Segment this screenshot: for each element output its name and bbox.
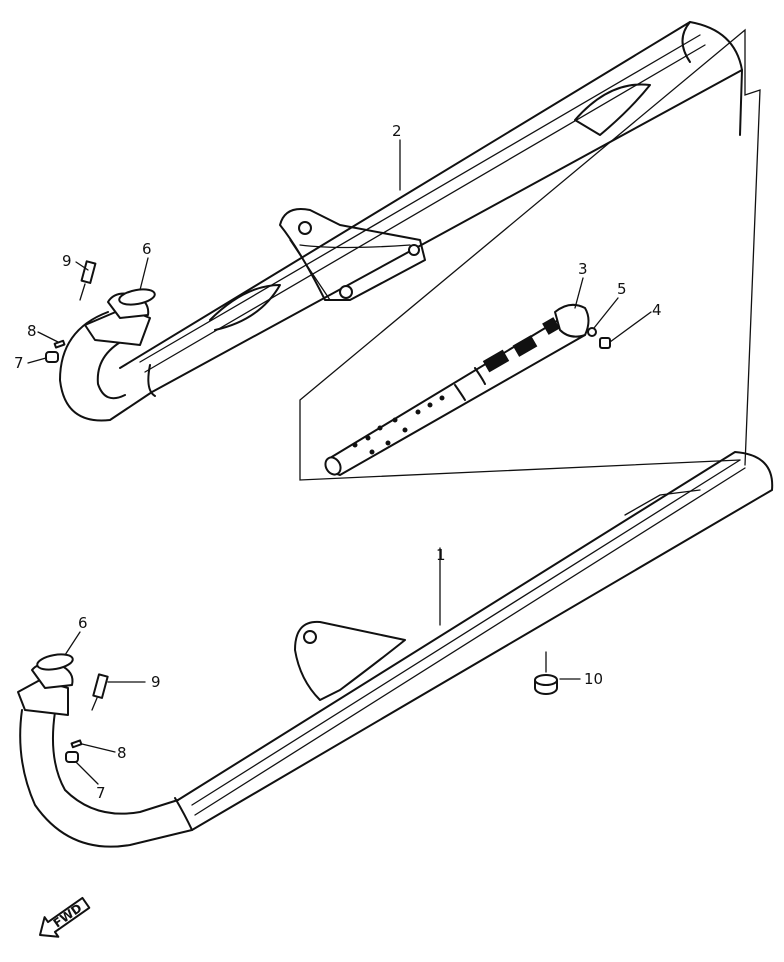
callout-7-lower: 7: [96, 784, 106, 802]
upper-stud-bolt-9: [79, 260, 97, 301]
callout-6-lower: 6: [78, 614, 88, 632]
callout-8-lower: 8: [117, 744, 127, 762]
callout-labels: 2 9 6 8 7 3 5 4 1 6 9 8 7 10: [14, 122, 662, 802]
baffle-bounding-frame: [299, 28, 761, 481]
fwd-label: FWD: [51, 901, 85, 930]
baffle-washer-5: [587, 327, 597, 337]
lower-muffler: [19, 451, 774, 848]
baffle-bolt-4: [599, 337, 611, 349]
callout-5: 5: [617, 280, 627, 298]
callout-10: 10: [584, 670, 603, 688]
lower-stud-bolt-9: [91, 673, 109, 711]
callout-1: 1: [436, 546, 446, 564]
upper-washer-8: [53, 339, 66, 349]
lower-exhaust-flange: [17, 662, 74, 716]
callout-2: 2: [392, 122, 402, 140]
lower-washer-8: [70, 739, 83, 749]
leader-lines: [27, 139, 652, 785]
lower-nut-7: [65, 751, 79, 763]
callout-9-lower: 9: [151, 673, 161, 691]
callout-6-upper: 6: [142, 240, 152, 258]
fwd-arrow-icon: [39, 896, 91, 938]
callout-4: 4: [652, 301, 662, 319]
upper-nut-7: [45, 351, 59, 363]
forward-direction-indicator: FWD: [39, 896, 91, 938]
callout-9-upper: 9: [62, 252, 72, 270]
upper-gasket-6: [118, 288, 156, 306]
rubber-damper-10: [534, 674, 558, 695]
callout-3: 3: [578, 260, 588, 278]
callout-8-upper: 8: [27, 322, 37, 340]
baffle-tube: [324, 303, 590, 476]
lower-gasket-6: [36, 653, 74, 671]
upper-muffler: [59, 21, 743, 422]
callout-7-upper: 7: [14, 354, 24, 372]
